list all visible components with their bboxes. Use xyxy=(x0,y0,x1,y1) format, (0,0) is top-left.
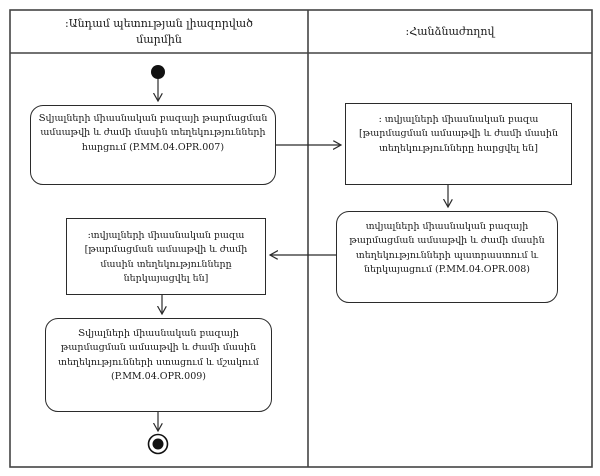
final-node-icon xyxy=(152,438,164,450)
activity-node-opr008-label: տվյալների միասնական բազայի թարմացման ամս… xyxy=(349,221,545,275)
activity-node-opr007-label: Տվյալների միասնական բազայի թարմացման ամս… xyxy=(38,113,268,153)
lane-header-authorized-body-label: :Անդամ պետության լիազորված մարմին xyxy=(65,16,253,46)
lane-header-authorized-body: :Անդամ պետության լիազորված մարմին xyxy=(11,10,307,53)
swimlane-outer-border xyxy=(9,9,593,468)
object-node-db-requested-label: : տվյալների միասնական բազա [թարմացման ամ… xyxy=(359,114,558,154)
activity-node-opr009-label: Տվյալների միասնական բազայի թարմացման ամս… xyxy=(58,328,259,382)
initial-node-icon xyxy=(151,65,165,79)
activity-node-opr008: տվյալների միասնական բազայի թարմացման ամս… xyxy=(336,211,558,303)
object-node-db-presented: :տվյալների միասնական բազա [թարմացման ամս… xyxy=(66,218,266,295)
activity-node-opr009: Տվյալների միասնական բազայի թարմացման ամս… xyxy=(45,318,272,412)
object-node-db-requested: : տվյալների միասնական բազա [թարմացման ամ… xyxy=(345,103,572,185)
activity-node-opr007: Տվյալների միասնական բազայի թարմացման ամս… xyxy=(30,105,276,185)
lane-header-commission: :Հանձնաժողով xyxy=(309,10,591,53)
lane-header-commission-label: :Հանձնաժողով xyxy=(405,24,495,38)
object-node-db-presented-label: :տվյալների միասնական բազա [թարմացման ամս… xyxy=(84,230,248,284)
